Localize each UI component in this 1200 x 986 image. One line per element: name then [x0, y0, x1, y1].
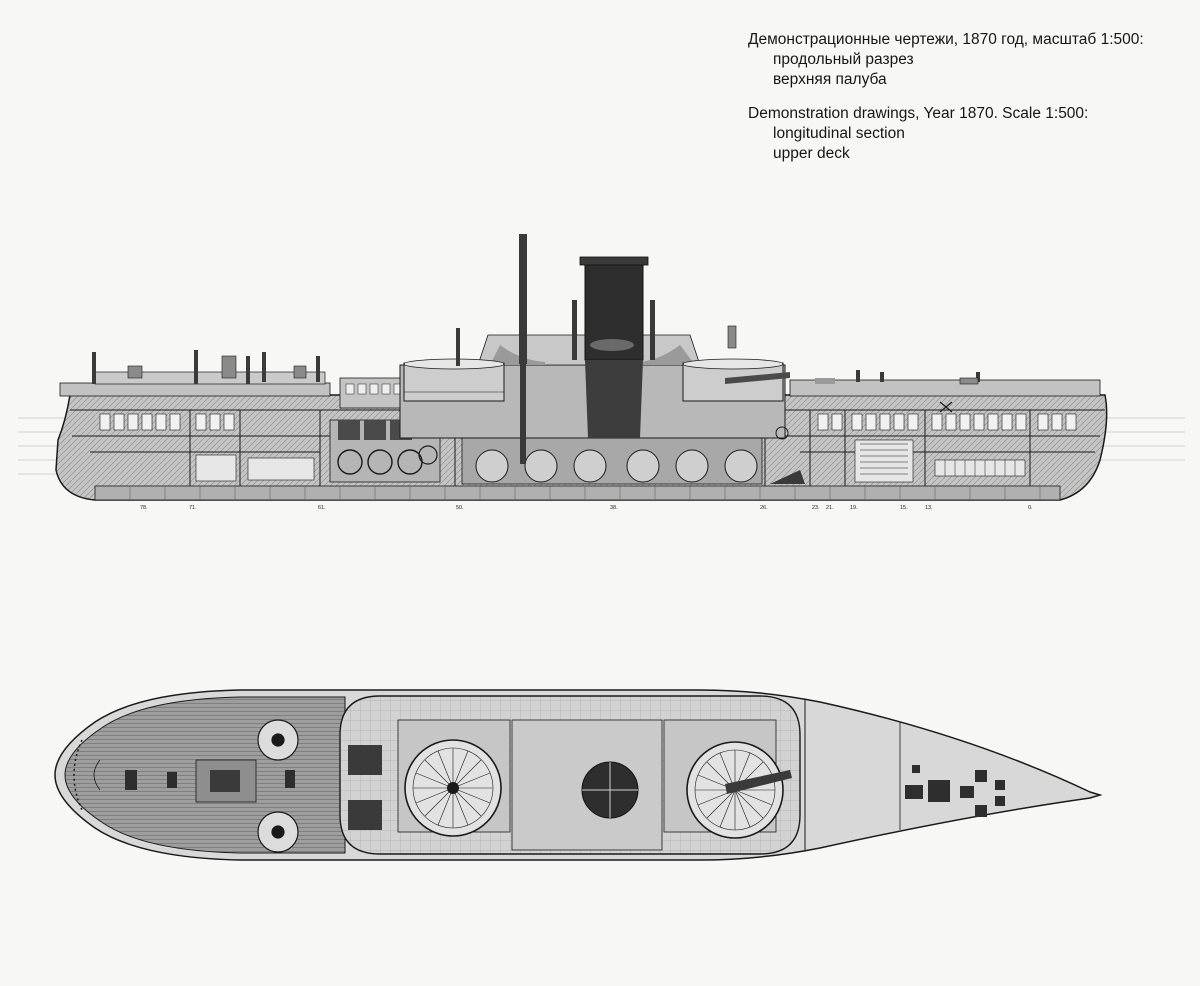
turret-fore	[682, 358, 790, 402]
keel-strake	[94, 485, 1061, 501]
cabin-windows-aft	[99, 413, 235, 431]
drawing-caption: Демонстрационные чертежи, 1870 год, масш…	[748, 30, 1144, 164]
stern-rail-dots	[73, 739, 83, 811]
frame-numbers: 78. 71. 61. 50. 38. 26. 23. 21. 19. 15. …	[140, 505, 1033, 511]
keel-frames	[129, 486, 1041, 500]
frame-number: 15.	[900, 505, 908, 511]
mast-and-vents	[92, 234, 980, 464]
frame-number: 78.	[140, 505, 148, 511]
caption-ru-item: продольный разрез	[773, 51, 914, 68]
turret-aft	[403, 358, 505, 402]
funnel-plan	[581, 761, 639, 819]
caption-english: Demonstration drawings, Year 1870. Scale…	[748, 104, 1144, 164]
frame-number: 23.	[812, 505, 820, 511]
caption-ru-item: верхняя палуба	[773, 71, 887, 88]
superstructure-aft	[59, 371, 411, 409]
caption-en-heading: Demonstration drawings, Year 1870. Scale…	[748, 105, 1089, 122]
caption-en-item: longitudinal section	[773, 125, 905, 142]
forecastle	[804, 700, 1005, 850]
bulkheads	[189, 410, 1031, 486]
steering-wheel-icon	[775, 426, 789, 440]
aft-hatches	[125, 745, 382, 830]
stern-rail	[93, 759, 101, 791]
anchor-capstan-icon	[939, 401, 953, 413]
superstructure-fore	[789, 378, 1101, 397]
frame-number: 26.	[760, 505, 768, 511]
frame-number: 50.	[456, 505, 464, 511]
compartment-details	[860, 443, 1016, 476]
caption-en-item: upper deck	[773, 145, 850, 162]
turret-fore-plan	[686, 741, 792, 839]
frame-number: 21.	[826, 505, 834, 511]
funnel	[579, 256, 649, 438]
frame-number: 19.	[850, 505, 858, 511]
frame-number: 13.	[925, 505, 933, 511]
deck-fittings	[127, 325, 979, 385]
turret-aft-plan	[404, 739, 502, 837]
frame-number: 38.	[610, 505, 618, 511]
skylight-inner	[210, 770, 240, 792]
caption-russian: Демонстрационные чертежи, 1870 год, масш…	[748, 30, 1144, 90]
boilers	[461, 437, 805, 485]
caption-ru-heading: Демонстрационные чертежи, 1870 год, масш…	[748, 31, 1144, 48]
frame-number: 71.	[189, 505, 197, 511]
cabin-windows-fore	[817, 413, 1077, 431]
capstans	[257, 719, 299, 853]
upper-deck-plan	[54, 689, 1103, 861]
longitudinal-section: 78. 71. 61. 50. 38. 26. 23. 21. 19. 15. …	[18, 234, 1185, 511]
frame-number: 61.	[318, 505, 326, 511]
lower-compartments	[195, 439, 1026, 483]
frame-number: 0.	[1028, 505, 1033, 511]
